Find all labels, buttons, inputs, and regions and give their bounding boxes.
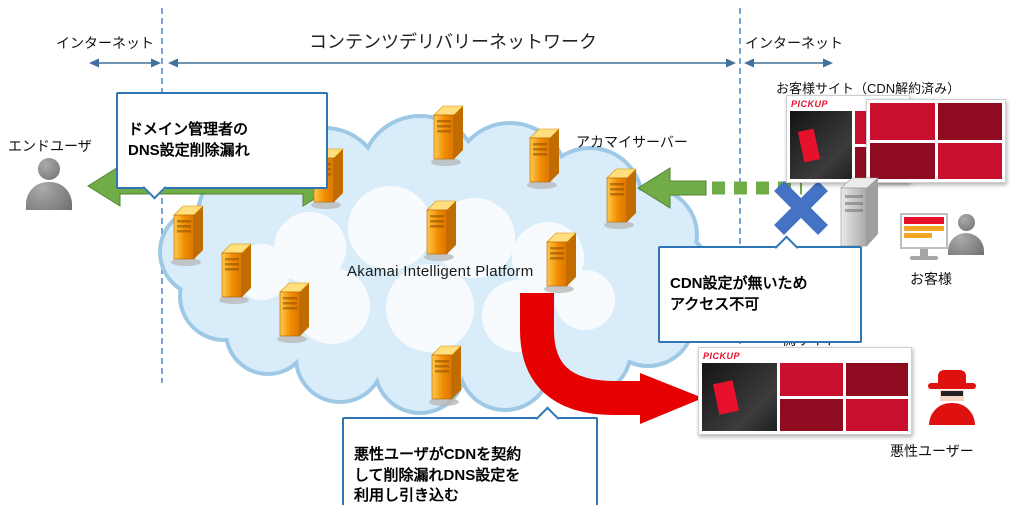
- customer-icon: [948, 214, 984, 255]
- akamai-server-icon: [218, 241, 254, 305]
- akamai-server-icon: [430, 103, 466, 167]
- site-brand: PICKUP: [791, 99, 829, 109]
- callout-no-cdn-access: CDN設定が無いため アクセス不可: [658, 235, 862, 343]
- callout-malicious-flow-text: 悪性ユーザがCDNを契約 して削除漏れDNS設定を 利用し引き込む: [354, 446, 522, 504]
- region-label-internet-left: インターネット: [56, 35, 154, 51]
- blocked-x-icon: [774, 181, 828, 235]
- callout-malicious-flow: 悪性ユーザがCDNを契約 して削除漏れDNS設定を 利用し引き込む: [342, 406, 598, 505]
- malicious-user-label: 悪性ユーザー: [890, 443, 974, 459]
- customer-label: お客様: [910, 271, 952, 287]
- hacker-glasses: [941, 391, 963, 396]
- end-user-label: エンドユーザ: [8, 138, 92, 154]
- akamai-server-icon: [170, 203, 206, 267]
- span-arrow-internet-right: [744, 58, 833, 68]
- callout-no-cdn-access-text: CDN設定が無いため アクセス不可: [670, 275, 808, 313]
- end-user-icon: [26, 158, 72, 210]
- span-arrow-internet-left: [89, 58, 161, 68]
- customer-site-label: お客様サイト（CDN解約済み）: [776, 81, 961, 96]
- span-arrow-cdn: [168, 58, 736, 68]
- callout-dns-leftover-text: ドメイン管理者の DNS設定削除漏れ: [128, 121, 250, 159]
- akamai-server-label: アカマイサーバー: [576, 134, 688, 150]
- akamai-server-icon: [603, 166, 639, 230]
- akamai-server-icon: [276, 280, 312, 344]
- fake-site-screenshot: PICKUP: [698, 347, 912, 435]
- hacker-hat: [938, 370, 966, 383]
- malicious-user-icon: [924, 370, 980, 436]
- customer-monitor-icon: [900, 213, 948, 260]
- callout-dns-leftover: ドメイン管理者の DNS設定削除漏れ: [116, 92, 328, 200]
- site-hero-image: [702, 363, 777, 431]
- customer-site-screenshot-front: [866, 99, 1006, 183]
- region-label-cdn-network: コンテンツデリバリーネットワーク: [309, 32, 597, 52]
- site-hero-image: [790, 111, 852, 179]
- site-brand: PICKUP: [703, 351, 741, 361]
- akamai-server-icon: [428, 343, 464, 407]
- akamai-server-icon: [543, 230, 579, 294]
- platform-label: Akamai Intelligent Platform: [347, 263, 534, 280]
- akamai-server-icon: [423, 198, 459, 262]
- red-redirect-arrow: [520, 293, 703, 424]
- akamai-server-icon: [526, 126, 562, 190]
- region-label-internet-right: インターネット: [745, 35, 843, 51]
